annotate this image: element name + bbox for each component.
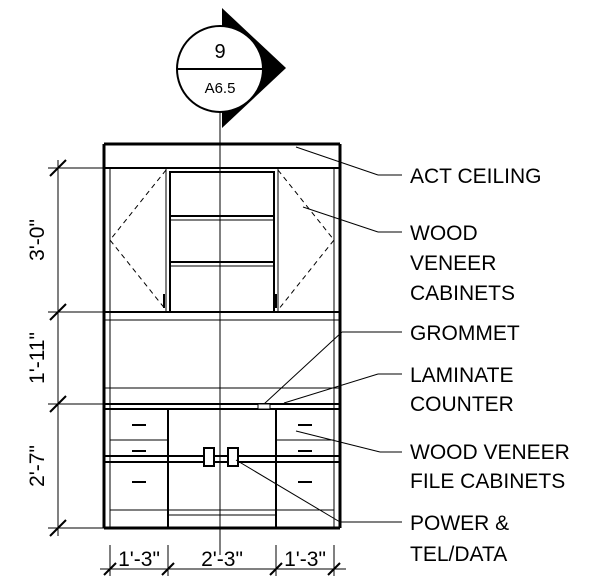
vertical-dimension-string: 3'-0" 1'-11" 2'-7" [26,159,104,537]
base-cabinets [104,409,340,528]
upper-cabinets [104,168,340,321]
dim-left-cabinet-width: 1'-3" [118,548,160,571]
elevation-outline [102,142,342,530]
note-laminate-counter-1: LAMINATE [410,364,513,387]
dim-center-width: 2'-3" [201,548,243,571]
dim-upper-cabinets: 3'-0" [26,219,49,261]
dim-tick [49,303,67,321]
dim-tick [49,519,67,537]
dim-tick [161,562,175,576]
dim-tick [269,562,283,576]
right-door-swing [277,169,335,311]
section-sheet: A6.5 [205,80,236,97]
section-tag[interactable]: 9 A6.5 [176,8,286,128]
note-power-tel-data-2: TEL/DATA [410,543,507,566]
note-act-ceiling: ACT CEILING [410,165,541,188]
note-laminate-counter-2: COUNTER [410,393,514,416]
dim-tick [49,395,67,413]
laminate-counter [104,387,340,410]
data-outlet [227,447,239,467]
dim-counter-height: 2'-7" [26,445,49,487]
note-file-cabinets-1: WOOD VENEER [410,441,570,464]
note-wood-veneer-cabinets-1: WOOD [410,222,478,245]
note-wood-veneer-cabinets-2: VENEER [410,252,496,275]
power-outlet [203,447,215,467]
grommet-shape [257,403,271,410]
note-file-cabinets-2: FILE CABINETS [410,470,565,493]
dim-tick [49,159,67,177]
dim-tick [103,562,117,576]
dim-counter-to-cabinets: 1'-11" [26,332,49,384]
leaders [235,146,402,523]
note-power-tel-data-1: POWER & [410,512,509,535]
open-shelving [169,171,275,313]
section-number: 9 [214,41,225,63]
annotation-notes: ACT CEILING WOOD VENEER CABINETS GROMMET… [410,165,570,566]
note-wood-veneer-cabinets-3: CABINETS [410,282,515,305]
left-door-swing [109,169,167,311]
dim-right-cabinet-width: 1'-3" [284,548,326,571]
dim-tick [327,562,341,576]
note-grommet: GROMMET [410,322,520,345]
horizontal-dimension-string: 1'-3" 2'-3" 1'-3" [100,545,346,576]
